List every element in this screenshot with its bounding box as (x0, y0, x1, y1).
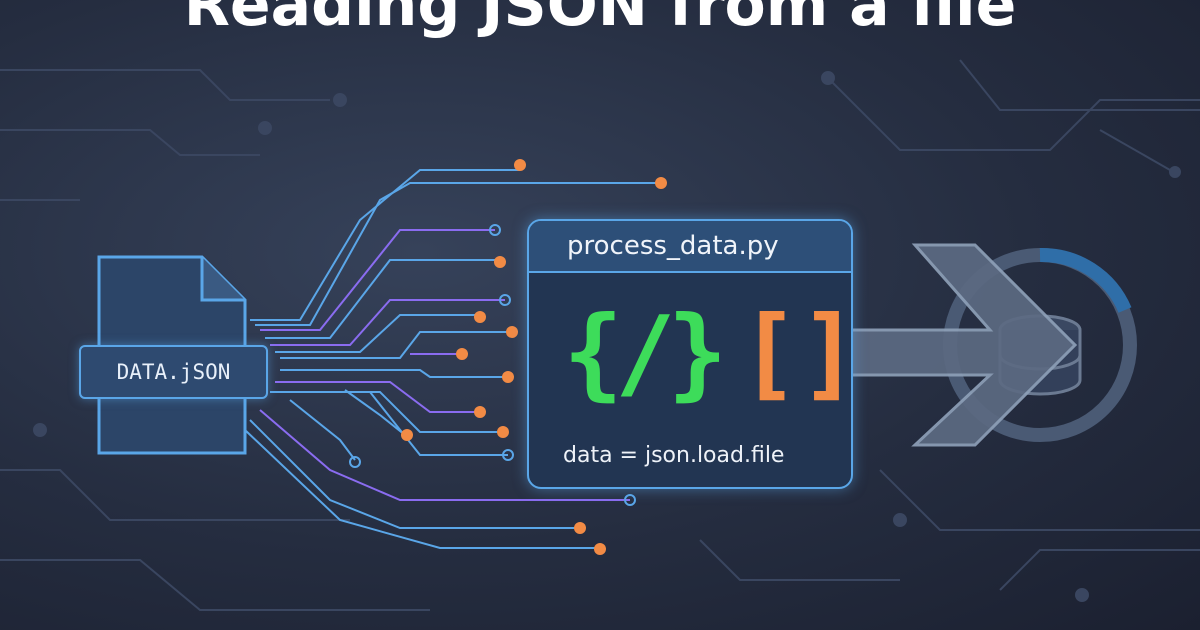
page-title: Reading JSON from a file (183, 0, 1017, 40)
output-arrow-icon (847, 243, 1137, 447)
file-label: DATA.jSON (79, 345, 268, 399)
window-title: process_data.py (529, 221, 851, 273)
braces-symbol: {/} (563, 294, 728, 411)
brackets-symbol: [] (739, 294, 853, 411)
code-window: process_data.py {/} [] data = json.load.… (527, 219, 853, 489)
code-line: data = json.load.file (563, 443, 785, 468)
